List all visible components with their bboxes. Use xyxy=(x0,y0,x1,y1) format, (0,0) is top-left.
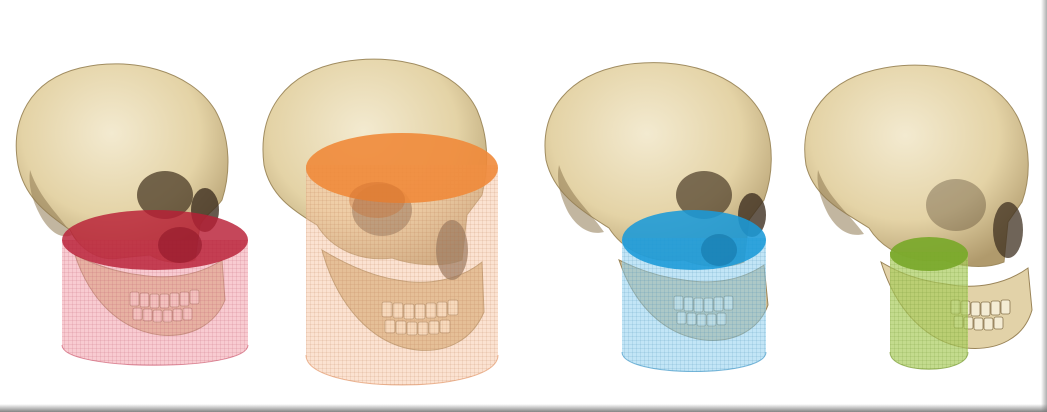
volume-cylinder-top xyxy=(890,237,968,271)
panel-red-volume xyxy=(0,0,262,412)
skull-orbit xyxy=(926,179,986,231)
volume-cylinder-top xyxy=(62,210,248,270)
panel-orange-svg xyxy=(262,0,524,412)
panel-green-svg xyxy=(786,0,1041,412)
panel-green-volume xyxy=(786,0,1041,412)
panel-blue-volume xyxy=(524,0,786,412)
frame-shadow-right xyxy=(1041,0,1047,412)
panel-blue-svg xyxy=(524,0,786,412)
volume-cylinder-top xyxy=(622,210,766,270)
panel-red-svg xyxy=(0,0,262,412)
panel-orange-volume xyxy=(262,0,524,412)
frame-shadow-bottom xyxy=(0,404,1047,412)
